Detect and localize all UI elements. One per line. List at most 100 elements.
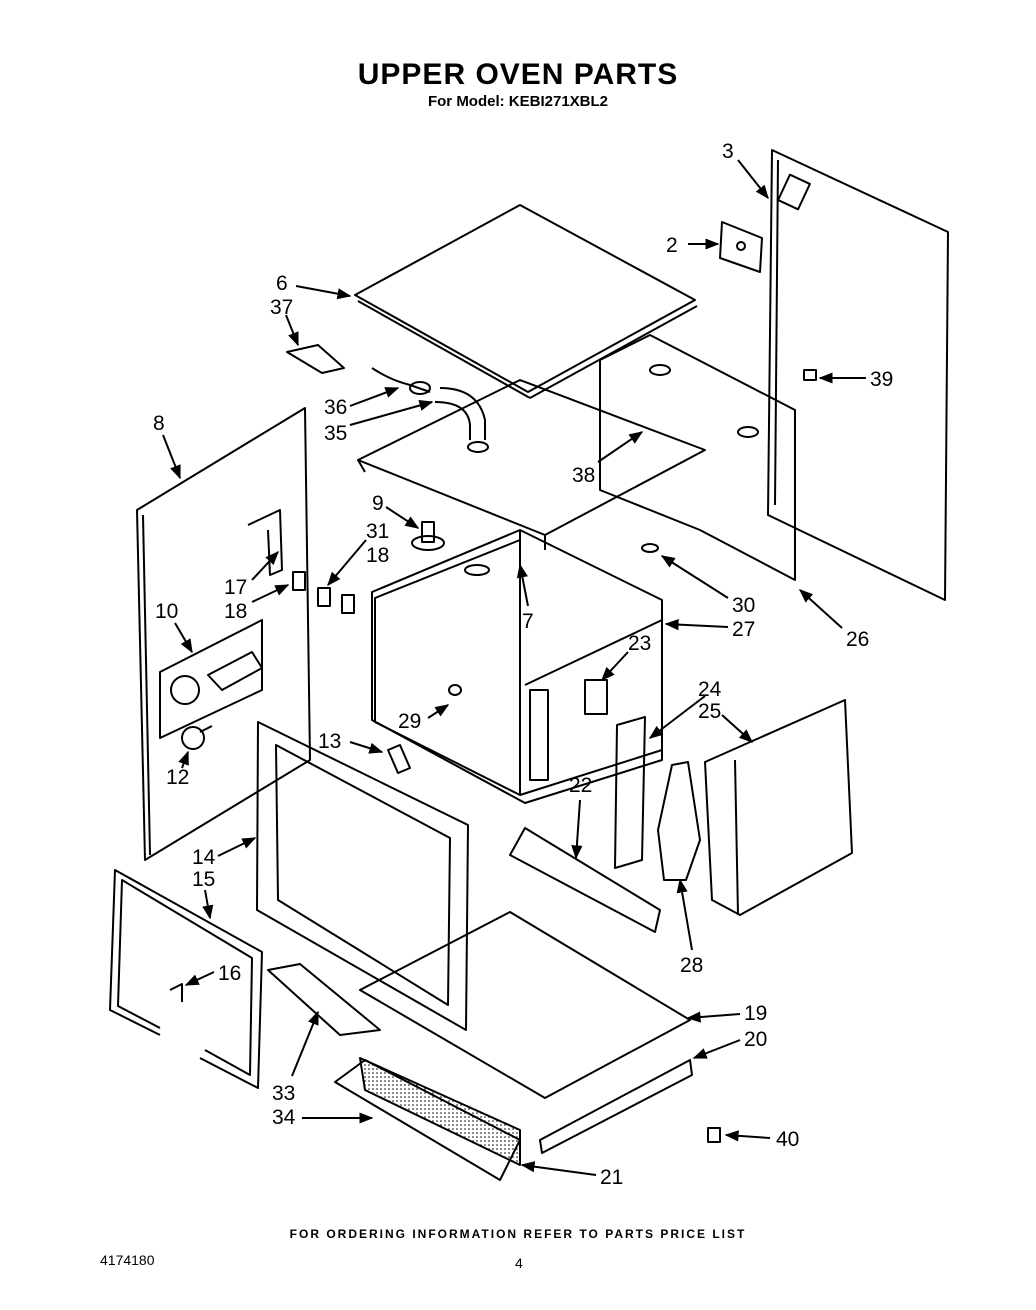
leader-22 [571,799,583,860]
page-number: 4 [515,1255,523,1271]
callout-14: 14 [192,846,216,869]
clip-39-part [803,369,817,381]
wire-harness-part [371,367,431,395]
callout-29: 29 [398,710,421,733]
clip-part [286,344,345,374]
callout-24: 24 [698,678,722,701]
leader-25 [721,714,754,743]
callout-34: 34 [272,1106,296,1129]
callout-27: 27 [732,618,755,641]
leader-38 [597,431,644,463]
leader-31 [327,539,367,587]
callout-36: 36 [324,396,347,419]
leader-33 [291,1010,319,1077]
plug-part [641,543,659,553]
leader-21 [520,1161,597,1176]
support-rail-part [509,827,661,933]
door-hinge-part [657,761,701,881]
callout-10: 10 [155,600,178,623]
leader-27 [664,619,729,631]
switch-bracket-left-part [292,571,306,591]
callout-6: 6 [276,272,288,295]
leader-17 [251,550,279,581]
front-trim-part [539,1059,693,1154]
leader-40 [724,1130,771,1142]
callout-18a: 18 [366,544,389,567]
callout-28: 28 [680,954,703,977]
leader-6 [295,285,352,300]
leader-20 [692,1039,741,1059]
leader-8 [162,434,181,480]
callout-21: 21 [600,1166,623,1189]
leader-3 [737,159,769,200]
leader-14 [217,837,257,857]
leader-19 [686,1011,741,1023]
callout-31: 31 [366,520,389,543]
callout-40: 40 [776,1128,799,1151]
leader-12 [178,750,189,769]
lamp-socket-part [159,619,263,739]
callout-23: 23 [628,632,651,655]
latch-part [387,744,411,774]
callout-19: 19 [744,1002,767,1025]
bottom-panel-part [359,911,691,1099]
leader-9 [385,506,420,529]
leader-28 [676,878,693,951]
callout-37: 37 [270,296,293,319]
bracket-part [719,221,763,273]
leader-15 [202,889,214,920]
oven-liner-part [371,529,663,804]
callout-30: 30 [732,594,755,617]
model-subtitle: For Model: KEBI271XBL2 [427,93,609,110]
leader-30 [660,555,729,599]
callout-26: 26 [846,628,869,651]
callout-16: 16 [218,962,241,985]
leader-35 [349,400,434,426]
callout-17: 17 [224,576,247,599]
callout-18b: 18 [224,600,247,623]
door-assembly-part [704,699,853,916]
callout-33: 33 [272,1082,295,1105]
door-gasket-part [109,869,263,1089]
leader-7 [516,563,529,607]
leader-18a [251,584,290,603]
callout-3: 3 [722,140,734,163]
switch-bracket-part [341,594,355,614]
leader-26 [798,589,843,629]
leader-16 [184,971,215,986]
front-frame-part [256,721,469,1031]
side-panel-right-part [599,334,796,581]
leader-13 [349,741,384,754]
callout-2: 2 [666,234,678,257]
document-number: 4174180 [100,1252,155,1268]
callout-25: 25 [698,700,721,723]
callout-7: 7 [522,610,534,633]
oven-shield-part [357,379,706,550]
vent-trim-part [267,963,381,1036]
top-panel-part [354,204,698,399]
callout-8: 8 [153,412,165,435]
callout-20: 20 [744,1028,767,1051]
callout-12: 12 [166,766,189,789]
leader-23 [601,651,629,682]
callout-39: 39 [870,368,893,391]
callout-22: 22 [569,774,592,797]
fastener-part [169,983,183,1002]
page-title: UPPER OVEN PARTS [357,58,679,91]
switch-part [317,587,331,607]
callout-15: 15 [192,868,215,891]
leader-29 [427,704,450,719]
rear-panel-part [767,149,949,601]
sensor-part [411,521,445,551]
clip-40-part [707,1127,721,1143]
leader-37 [285,314,299,347]
ordering-footer: FOR ORDERING INFORMATION REFER TO PARTS … [289,1227,747,1241]
callout-13: 13 [318,730,341,753]
callout-38: 38 [572,464,595,487]
side-panel-left-part [136,407,311,861]
leader-24 [648,695,706,739]
side-trim-part [614,716,646,869]
callout-35: 35 [324,422,347,445]
leader-36 [349,387,400,407]
